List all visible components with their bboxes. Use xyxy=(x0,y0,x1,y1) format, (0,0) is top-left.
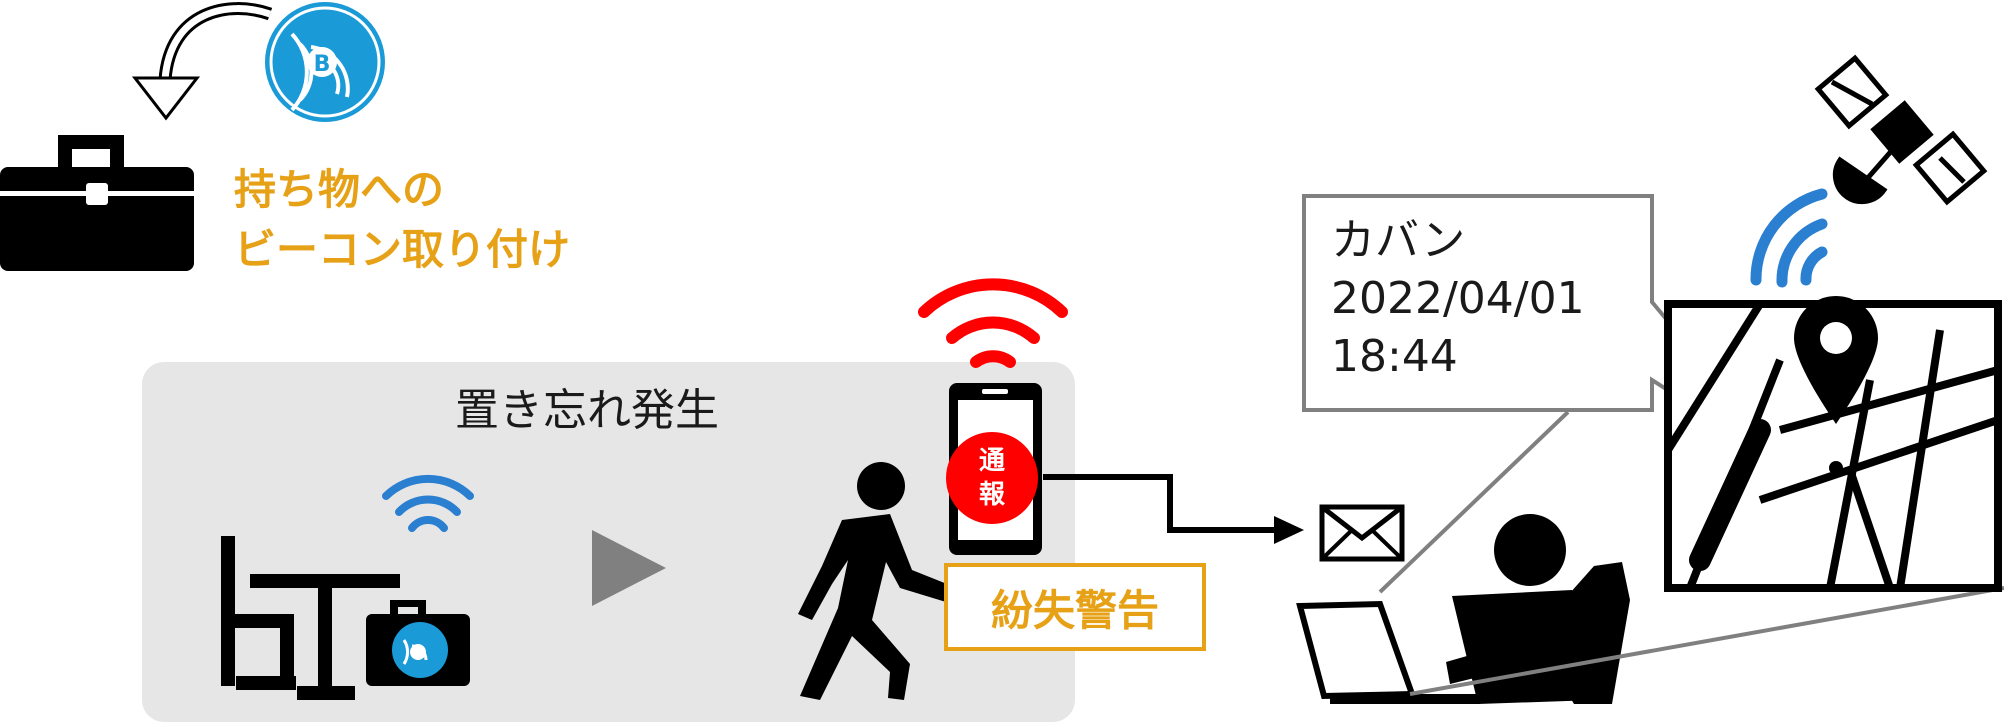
attach-label-line1: 持ち物への xyxy=(234,165,445,214)
small-briefcase-icon xyxy=(366,600,470,686)
envelope-icon xyxy=(1319,504,1405,562)
loss-alert-label: 紛失警告 xyxy=(944,563,1206,651)
beacon-icon: B xyxy=(265,2,385,122)
play-arrow-icon xyxy=(592,530,666,606)
map-pin-icon xyxy=(1794,296,1878,475)
alarm-wifi-icon xyxy=(918,278,1068,368)
desk-chair-icon xyxy=(221,536,400,700)
notify-badge-line2: 報 xyxy=(978,480,1005,510)
notify-connector xyxy=(1043,474,1280,533)
connector-arrowhead xyxy=(1274,516,1304,544)
beacon-letter: B xyxy=(314,52,331,77)
notify-badge: 通 報 xyxy=(946,432,1038,524)
callout-date: 2022/04/01 xyxy=(1331,273,1585,324)
walking-person-icon xyxy=(798,462,952,700)
notify-badge-line1: 通 xyxy=(978,446,1005,476)
callout-item: カバン xyxy=(1331,215,1466,266)
satellite-wifi-icon xyxy=(1750,188,1828,288)
satellite-icon xyxy=(1814,54,1988,206)
callout-time: 18:44 xyxy=(1331,331,1458,382)
attach-beacon-label: 持ち物への ビーコン取り付け xyxy=(234,160,570,280)
scene-title: 置き忘れ発生 xyxy=(455,385,719,436)
attach-arrow xyxy=(131,2,273,121)
person-laptop-icon xyxy=(1296,514,1630,704)
wifi-signal-icon xyxy=(382,474,474,532)
briefcase-icon xyxy=(0,135,194,271)
map-link-line xyxy=(1409,586,2004,696)
callout-text: カバン 2022/04/01 18:44 xyxy=(1331,212,1585,386)
attach-label-line2: ビーコン取り付け xyxy=(234,225,571,274)
callout-pointer-line xyxy=(1378,410,1570,594)
